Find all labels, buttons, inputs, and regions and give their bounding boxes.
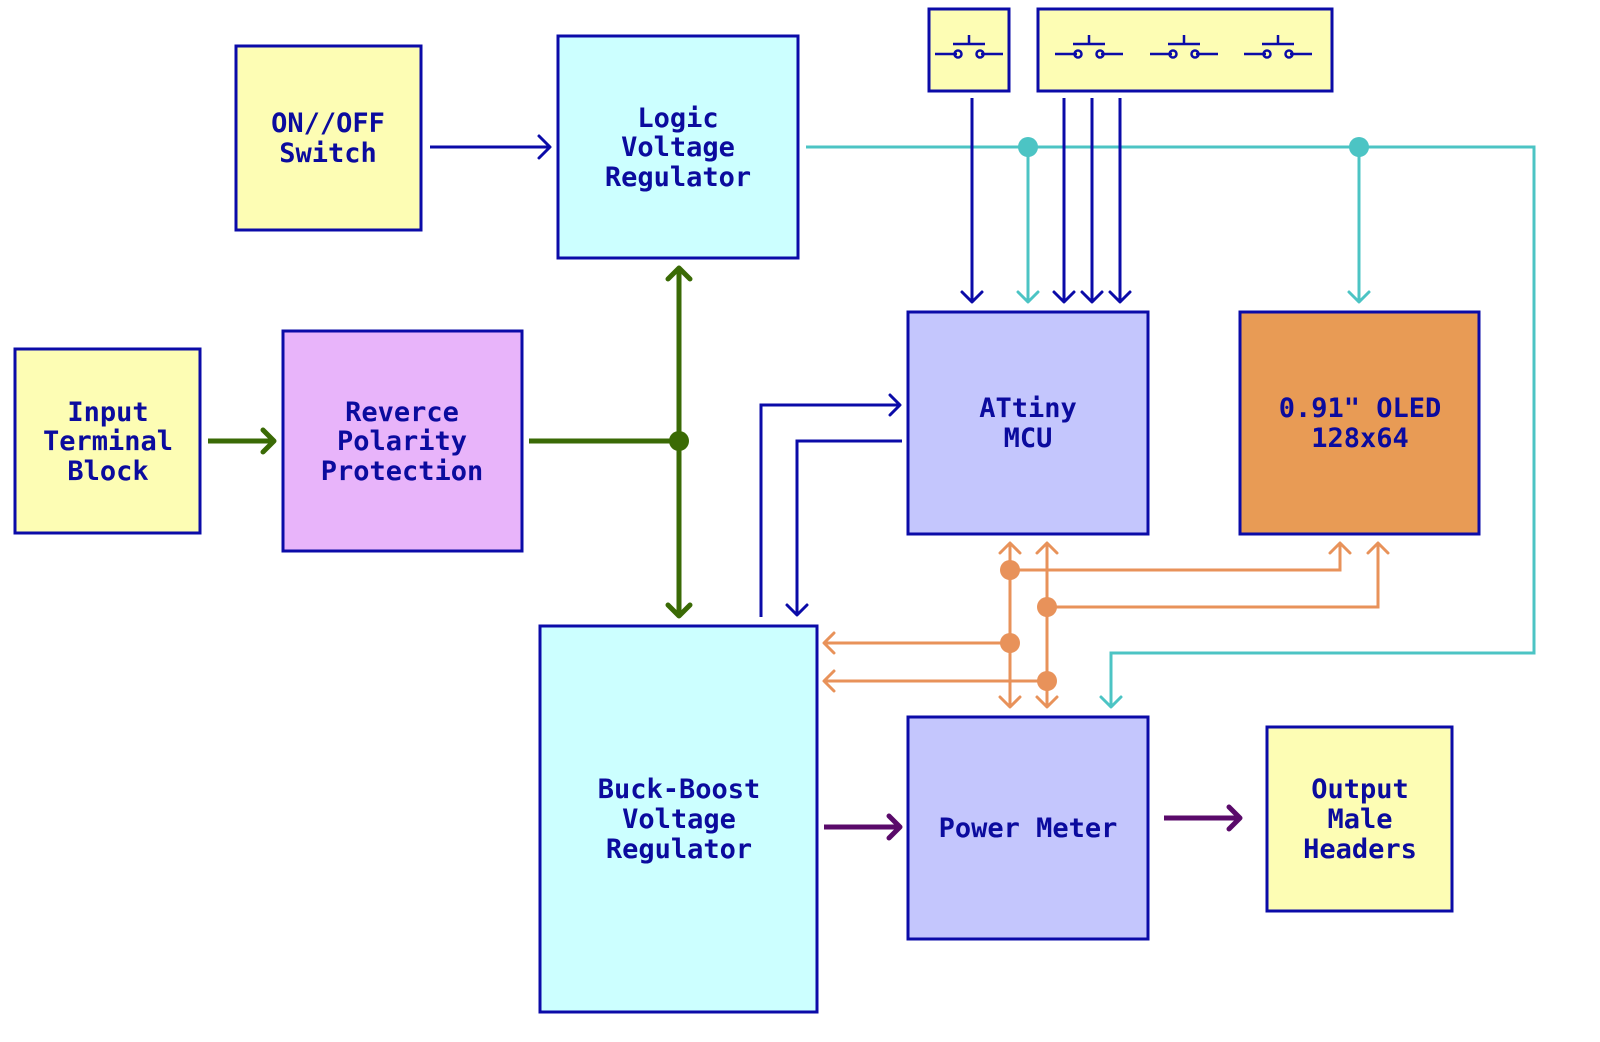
power-meter-block: Power Meter — [906, 715, 1150, 941]
i2c-to-oled-2 — [1047, 545, 1380, 609]
pushbutton-stroke — [1095, 49, 1105, 59]
arrowhead-icon — [886, 813, 903, 841]
pushbutton-stroke — [953, 49, 963, 59]
logic-voltage-regulator-block: Logic Voltage Regulator — [556, 34, 800, 260]
pushbutton-stroke — [1073, 49, 1083, 59]
logic-regulator-label-3: Regulator — [605, 162, 751, 193]
pushbutton-stroke — [975, 49, 985, 59]
oled-display-block: 0.91" OLED 128x64 — [1238, 310, 1481, 536]
arrowhead-icon — [1016, 290, 1040, 304]
pushbutton-icon — [1055, 35, 1123, 59]
arrowhead-icon — [822, 631, 836, 655]
pushbutton-stroke — [1168, 49, 1178, 59]
logic-regulator-label-1: Logic — [637, 103, 718, 134]
i2c-to-oled-1 — [1010, 545, 1342, 572]
output-male-headers-block: Output Male Headers — [1265, 725, 1454, 913]
reverse-polarity-label-1: Reverce — [345, 397, 459, 428]
reverse-polarity-label-2: Polarity — [337, 426, 467, 457]
arrowhead-icon — [1035, 541, 1059, 555]
arrowhead-icon — [822, 669, 836, 693]
power-meter-label: Power Meter — [939, 813, 1118, 844]
oled-label-2: 128x64 — [1311, 423, 1409, 454]
junction-dot — [1018, 137, 1038, 157]
on-off-switch-block: ON//OFF Switch — [234, 44, 423, 232]
oled-label-1: 0.91" OLED — [1279, 393, 1442, 424]
arrowhead-icon — [998, 695, 1022, 709]
attiny-mcu-label-1: ATtiny — [979, 393, 1077, 424]
arrowhead-icon — [1052, 290, 1076, 304]
on-off-switch-label-1: ON//OFF — [271, 108, 385, 139]
junction-dot — [1037, 597, 1057, 617]
buck-to-mcu-wire — [759, 403, 898, 617]
pushbutton-stroke — [1190, 49, 1200, 59]
arrowhead-icon — [1347, 290, 1371, 304]
output-headers-label-3: Headers — [1303, 834, 1417, 865]
input-terminal-label-3: Block — [67, 456, 148, 487]
pushbutton-stroke — [1284, 49, 1294, 59]
arrowhead-icon — [1108, 290, 1132, 304]
pushbutton-icon — [935, 35, 1003, 59]
arrowhead-icon — [1099, 695, 1123, 709]
logic-regulator-label-2: Voltage — [621, 132, 735, 163]
arrowhead-icon — [537, 134, 552, 160]
arrowhead-icon — [785, 603, 809, 617]
arrowhead-icon — [1366, 541, 1390, 555]
attiny-mcu-label-2: MCU — [1004, 423, 1053, 454]
input-terminal-label-1: Input — [67, 397, 148, 428]
pushbutton-stroke — [1262, 49, 1272, 59]
pushbutton-icon — [935, 35, 1003, 59]
junction-dot — [1037, 671, 1057, 691]
arrowhead-icon — [665, 602, 693, 619]
mcu-to-buck-wire — [795, 439, 902, 613]
arrowhead-icon — [1226, 804, 1243, 832]
pushbutton-icon — [1150, 35, 1218, 59]
input-terminal-label-2: Terminal — [43, 426, 173, 457]
junction-dot — [1000, 560, 1020, 580]
buck-boost-label-3: Regulator — [606, 834, 752, 865]
on-off-switch-label-2: Switch — [279, 138, 377, 169]
buck-boost-regulator-block: Buck-Boost Voltage Regulator — [538, 624, 819, 1014]
triple-pushbutton-block — [1036, 7, 1334, 93]
junction-dot — [1000, 633, 1020, 653]
attiny-mcu-block: ATtiny MCU — [906, 310, 1150, 536]
reverse-polarity-label-3: Protection — [321, 456, 484, 487]
arrowhead-icon — [1328, 541, 1352, 555]
pushbutton-icon — [1244, 35, 1312, 59]
arrowhead-icon — [1080, 290, 1104, 304]
junction-dot — [669, 431, 689, 451]
arrowhead-icon — [960, 290, 984, 304]
output-headers-label-1: Output — [1311, 774, 1409, 805]
arrowhead-icon — [888, 393, 902, 417]
wires — [208, 98, 1536, 841]
logic-power-bus — [806, 145, 1536, 705]
arrowhead-icon — [998, 541, 1022, 555]
junction-dot — [1349, 137, 1369, 157]
arrowhead-icon — [260, 427, 277, 455]
output-headers-label-2: Male — [1327, 804, 1392, 835]
input-terminal-block: Input Terminal Block — [13, 347, 202, 535]
reverse-polarity-protection-block: Reverce Polarity Protection — [281, 329, 524, 553]
buck-boost-label-1: Buck-Boost — [598, 774, 761, 805]
arrowhead-icon — [1035, 695, 1059, 709]
pushbutton-group — [1055, 35, 1312, 59]
buck-boost-label-2: Voltage — [622, 804, 736, 835]
single-pushbutton-block — [927, 7, 1011, 93]
arrowhead-icon — [665, 265, 693, 282]
